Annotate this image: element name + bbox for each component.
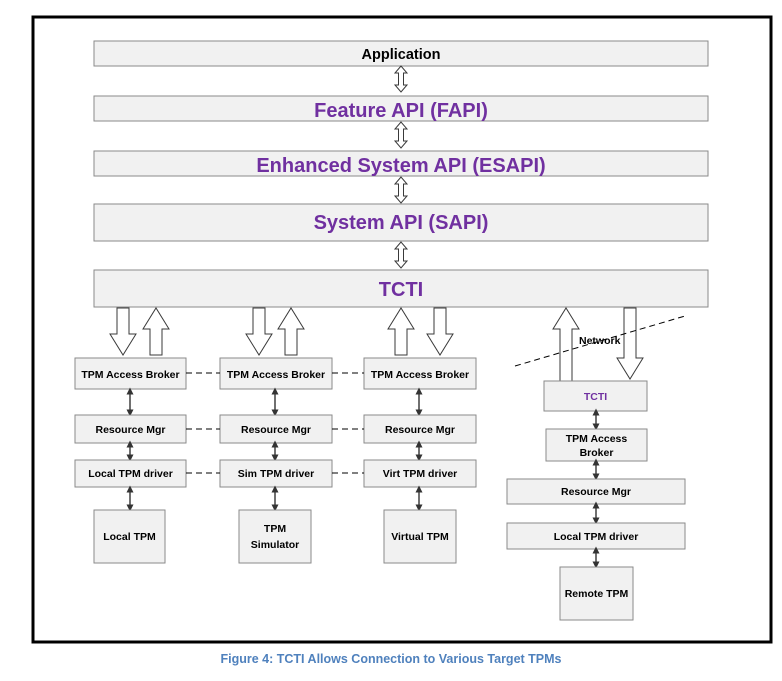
virt-up-arrow: [387, 307, 415, 356]
remote-broker-box: TPM Access Broker: [545, 428, 648, 462]
svg-text:TPM Access Broker: TPM Access Broker: [81, 369, 179, 381]
remote-driver-box: Local TPM driver: [506, 522, 686, 550]
remote-down-arrow: [616, 307, 644, 380]
fapi-label: Feature API (FAPI): [314, 100, 488, 122]
svg-text:Local TPM driver: Local TPM driver: [88, 468, 173, 480]
svg-text:Simulator: Simulator: [251, 539, 299, 551]
svg-text:TCTI: TCTI: [584, 391, 607, 403]
application-label: Application: [362, 47, 441, 63]
layer-double-arrow-1: [393, 65, 409, 93]
svg-text:TPM Access Broker: TPM Access Broker: [371, 369, 469, 381]
fapi-layer: Feature API (FAPI): [93, 95, 709, 122]
svg-text:Virtual TPM: Virtual TPM: [391, 531, 449, 543]
remote-up-arrow: [552, 307, 580, 382]
virt-driver-box: Virt TPM driver: [363, 459, 477, 488]
svg-text:TPM: TPM: [264, 523, 286, 535]
svg-text:Resource Mgr: Resource Mgr: [95, 424, 165, 436]
svg-text:Broker: Broker: [580, 447, 614, 459]
local-down-arrow: [109, 307, 137, 356]
local-broker-box: TPM Access Broker: [74, 357, 187, 390]
sim-tpm-box: TPM Simulator: [238, 509, 312, 564]
sapi-label: System API (SAPI): [314, 212, 489, 234]
remote-tcti-box: TCTI: [543, 380, 648, 412]
svg-text:Local TPM: Local TPM: [103, 531, 156, 543]
sim-resource-mgr-box: Resource Mgr: [219, 414, 333, 444]
virt-down-arrow: [426, 307, 454, 356]
virt-resource-mgr-box: Resource Mgr: [363, 414, 477, 444]
esapi-label: Enhanced System API (ESAPI): [256, 155, 545, 177]
application-layer: Application: [93, 40, 709, 67]
tcti-layer: TCTI: [93, 269, 709, 308]
tcti-label: TCTI: [379, 279, 423, 301]
svg-text:Sim TPM driver: Sim TPM driver: [238, 468, 314, 480]
sim-broker-box: TPM Access Broker: [219, 357, 333, 390]
sim-driver-box: Sim TPM driver: [219, 459, 333, 488]
remote-tpm-box: Remote TPM: [559, 566, 634, 621]
svg-text:Remote TPM: Remote TPM: [565, 588, 629, 600]
svg-text:Resource Mgr: Resource Mgr: [561, 486, 631, 498]
local-resource-mgr-box: Resource Mgr: [74, 414, 187, 444]
local-driver-box: Local TPM driver: [74, 459, 187, 488]
sim-down-arrow: [245, 307, 273, 356]
layer-double-arrow-3: [393, 176, 409, 204]
svg-text:TPM Access: TPM Access: [566, 433, 628, 445]
virt-broker-box: TPM Access Broker: [363, 357, 477, 390]
svg-text:Local TPM driver: Local TPM driver: [554, 531, 639, 543]
remote-resource-mgr-box: Resource Mgr: [506, 478, 686, 505]
sapi-layer: System API (SAPI): [93, 203, 709, 242]
layer-double-arrow-4: [393, 241, 409, 269]
svg-text:Resource Mgr: Resource Mgr: [241, 424, 311, 436]
sim-up-arrow: [277, 307, 305, 356]
esapi-layer: Enhanced System API (ESAPI): [93, 150, 709, 177]
network-label: Network: [579, 335, 621, 347]
virt-tpm-box: Virtual TPM: [383, 509, 457, 564]
layer-double-arrow-2: [393, 121, 409, 149]
svg-text:Resource Mgr: Resource Mgr: [385, 424, 455, 436]
local-tpm-box: Local TPM: [93, 509, 166, 564]
svg-text:Virt TPM driver: Virt TPM driver: [383, 468, 458, 480]
svg-text:TPM Access Broker: TPM Access Broker: [227, 369, 325, 381]
local-up-arrow: [142, 307, 170, 356]
figure-caption: Figure 4: TCTI Allows Connection to Vari…: [220, 652, 562, 666]
